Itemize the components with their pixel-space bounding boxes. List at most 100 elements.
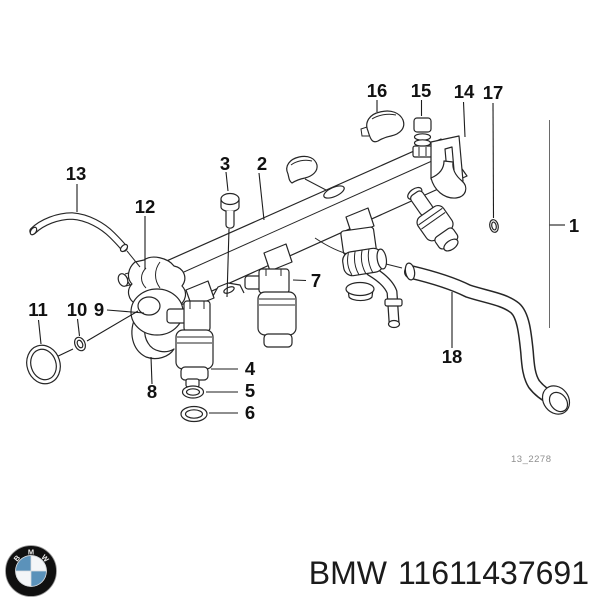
hose-to-regulator-line bbox=[385, 263, 403, 269]
bellows-rib bbox=[360, 249, 367, 274]
callout-15: 15 bbox=[411, 80, 432, 101]
o-ring-inner bbox=[185, 388, 201, 396]
rail-bolt-hole bbox=[223, 286, 235, 294]
part-number: 11611437691 bbox=[397, 555, 589, 591]
injector-band bbox=[421, 212, 446, 230]
leader-8 bbox=[150, 356, 153, 385]
bellows-end bbox=[376, 248, 388, 270]
valve-ring bbox=[413, 139, 432, 147]
valve-hex bbox=[412, 145, 433, 158]
injector-body bbox=[175, 329, 214, 370]
callout-1: 1 bbox=[569, 215, 579, 236]
clamp-detail bbox=[155, 261, 161, 289]
roundel-letter-b: B bbox=[12, 553, 23, 563]
hose-end-cut bbox=[119, 243, 129, 253]
callout-14: 14 bbox=[454, 81, 475, 102]
roundel-quadrant-blue bbox=[15, 555, 31, 571]
callout-9: 9 bbox=[94, 299, 104, 320]
callout-13: 13 bbox=[66, 163, 87, 184]
fuel-hose-18 bbox=[385, 262, 571, 415]
roundel-quadrant-blue bbox=[31, 571, 47, 587]
drawing-code: 13_2278 bbox=[511, 454, 551, 465]
callout-3: 3 bbox=[220, 153, 230, 174]
leader-3 bbox=[225, 171, 229, 192]
regulator-pipe bbox=[365, 265, 403, 329]
clip-stem bbox=[304, 178, 327, 191]
injector-top bbox=[258, 268, 290, 294]
clamp-detail bbox=[141, 267, 147, 289]
fuel-rail-edge bbox=[136, 151, 453, 294]
clamp-assembly bbox=[117, 256, 187, 360]
end-bracket-14 bbox=[430, 135, 467, 199]
brand-name: BMW bbox=[308, 555, 387, 591]
callout-5: 5 bbox=[245, 380, 255, 401]
bellows-rib bbox=[353, 250, 360, 276]
injector-cup bbox=[263, 333, 293, 348]
callout-8: 8 bbox=[147, 381, 157, 402]
bellows-rib bbox=[367, 248, 374, 273]
roundel-letter-m: M bbox=[28, 548, 34, 557]
injector-7 bbox=[244, 268, 297, 348]
clip-fold bbox=[290, 159, 313, 166]
pipe-end bbox=[387, 319, 401, 329]
hose-fill bbox=[30, 213, 127, 251]
leader-10 bbox=[76, 318, 81, 337]
rail-lug bbox=[263, 243, 293, 272]
fuel-rail-parts-diagram: 1 2 3 4 5 6 7 8 9 10 11 12 13 14 15 16 1… bbox=[26, 80, 579, 465]
injector-seat bbox=[345, 281, 375, 297]
o-ring-5 bbox=[181, 385, 205, 399]
holder-clip-16 bbox=[360, 110, 405, 143]
o-ring-17 bbox=[489, 219, 499, 233]
callout-7: 7 bbox=[311, 270, 321, 291]
hose-axis-line bbox=[126, 250, 141, 268]
callout-4: 4 bbox=[245, 358, 256, 379]
hose-fill bbox=[405, 266, 559, 405]
callout-labels: 1 2 3 4 5 6 7 8 9 10 11 12 13 14 15 16 1… bbox=[28, 80, 579, 423]
leader-lines bbox=[37, 100, 565, 414]
rail-clip-boss bbox=[323, 185, 345, 199]
hose-open-end-left bbox=[404, 262, 416, 281]
hose-bore bbox=[548, 391, 569, 413]
bolt-head-top bbox=[220, 192, 240, 206]
roundel-letter-w: W bbox=[39, 553, 51, 565]
bellows-rib bbox=[347, 253, 353, 276]
pressure-valve-15 bbox=[412, 117, 433, 158]
callout-6: 6 bbox=[245, 402, 255, 423]
clip-notch bbox=[360, 126, 369, 137]
callout-12: 12 bbox=[135, 196, 156, 217]
o-ring-inner bbox=[491, 221, 497, 231]
mounting-bolt-3 bbox=[220, 192, 240, 298]
callout-2: 2 bbox=[257, 153, 267, 174]
callout-10: 10 bbox=[67, 299, 88, 320]
callout-16: 16 bbox=[367, 80, 388, 101]
leader-2 bbox=[258, 172, 265, 221]
o-ring-10 bbox=[73, 336, 87, 352]
injector-4 bbox=[166, 300, 214, 388]
clip-fold bbox=[371, 113, 397, 120]
leader-14 bbox=[462, 101, 466, 138]
o-ring-6 bbox=[180, 405, 208, 423]
roundel-cross bbox=[15, 555, 47, 587]
ribbed-bellows bbox=[342, 247, 388, 277]
callout-18: 18 bbox=[442, 346, 463, 367]
injector-tip bbox=[443, 238, 459, 252]
injector-body bbox=[257, 291, 297, 336]
leader-7 bbox=[292, 279, 307, 282]
bolt-shaft bbox=[225, 211, 235, 229]
assembly-axis bbox=[86, 310, 139, 342]
cup-highlight bbox=[137, 296, 161, 316]
leader-9 bbox=[106, 309, 145, 314]
callout-17: 17 bbox=[483, 82, 504, 103]
callout-11: 11 bbox=[28, 299, 48, 320]
injector-top bbox=[183, 300, 211, 332]
o-ring-inner bbox=[76, 339, 84, 349]
caption: BMW 11611437691 bbox=[309, 556, 589, 590]
leader-11 bbox=[37, 319, 42, 345]
bolt-axis-line bbox=[226, 228, 230, 298]
vent-hose-13 bbox=[29, 212, 141, 268]
ring-inner bbox=[30, 348, 57, 381]
clip-body bbox=[366, 110, 405, 143]
bracket-strap bbox=[430, 160, 467, 199]
clamp-bolt bbox=[117, 273, 129, 287]
